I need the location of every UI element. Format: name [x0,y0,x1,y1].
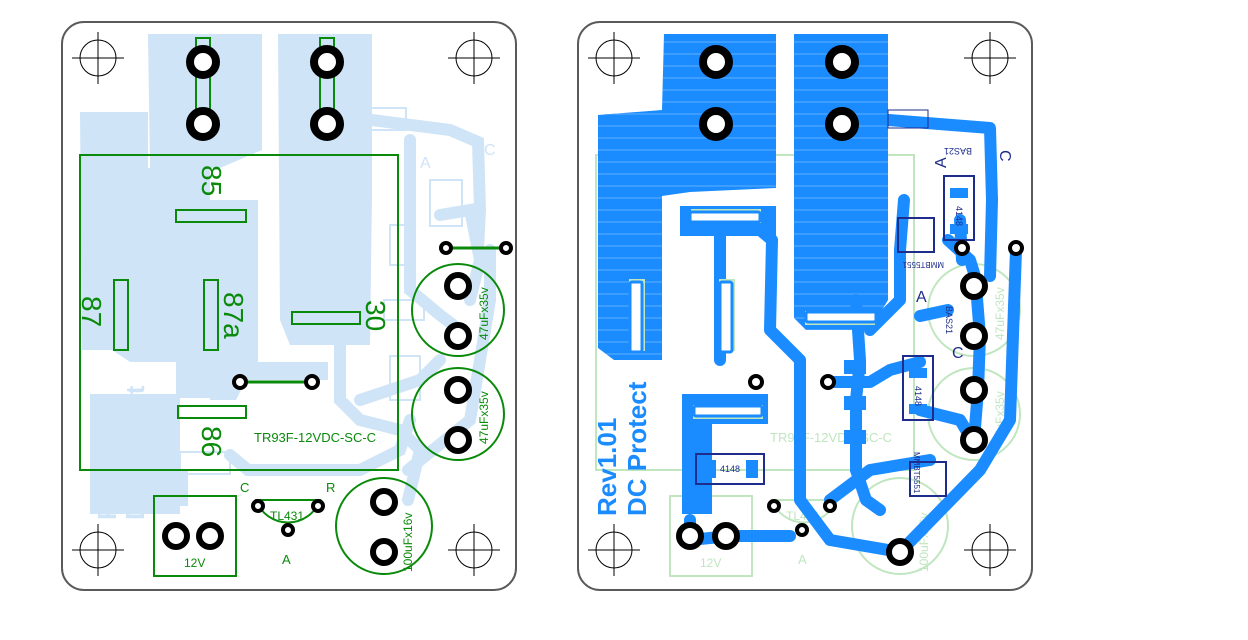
transistor-label-mid: BAS21 [944,306,954,334]
relay-slots-right [628,210,878,418]
pads-right [676,45,1024,566]
relay-pin-87a: 87a [218,292,249,339]
component-side-view: Rev1.01 DC Protect A C 85 87 87a 30 86 T… [61,21,517,591]
smd-diode-label-mid: 4148 [913,386,923,406]
relay-pin-86: 86 [196,426,227,457]
mounting-holes-right [588,32,1016,576]
tl431-pin-a: A [282,552,291,567]
power-connector-label: 12V [184,556,205,570]
faded-smd-left [179,107,463,475]
diode-a-label: A [933,157,950,168]
smd-parts-right [695,109,975,497]
cap-47uf-bottom-label: 47uFx35v [477,391,491,444]
cap-100uf-label: 100uFx16v [401,513,415,572]
smd-diode-label-bottom: 4148 [720,464,740,474]
tl431-pin-c: C [240,480,249,495]
solder-side-view: TR93F-12VDC-SC-C TL431 12V A 47uFx35v 47… [577,21,1033,591]
relay-pin-85: 85 [196,165,227,196]
relay-pin-30: 30 [360,300,391,331]
faded-label-a-left: A [420,155,431,172]
tl431-label: TL431 [270,509,304,523]
rev-text: Rev1.01 [592,418,622,516]
ghost-pin-a: A [798,552,807,567]
mmbt-label-bottom: MMBT5551 [912,452,921,494]
relay-part-label: TR93F-12VDC-SC-C [254,430,376,445]
tl431-regulator [251,499,325,537]
copper-pours-hatch [598,34,888,360]
power-connector [153,495,237,577]
tl431-pin-r: R [326,480,335,495]
mounting-holes-left [72,32,500,576]
relay-outline [79,154,399,471]
faded-title-left: DC Protect [120,385,150,520]
relay-pin-87: 87 [76,296,107,327]
ghost-conn-label: 12V [700,556,721,570]
cap-47uf-top-label: 47uFx35v [477,287,491,340]
cap-100uf [335,477,433,575]
mmbt-label-top: MMBT5551 [902,260,944,269]
jumpers-left [232,241,513,390]
mid-c-label: C [952,345,964,362]
smd-diode-label-top: 4148 [954,206,964,226]
terminal-block-left [186,37,344,141]
title-text: DC Protect [622,381,652,516]
transistor-label-top: BAS21 [944,146,972,156]
cap-47uf-top [411,263,505,357]
cap-47uf-bottom [411,367,505,461]
diode-c-label: C [996,150,1013,162]
relay-pins [113,209,361,419]
ghost-relay-label: TR93F-12VDC-SC-C [770,430,892,445]
faded-label-c-left: C [484,142,496,159]
ghost-cap-label-top: 47uFx35v [993,287,1007,340]
mid-a-label: A [916,289,927,306]
